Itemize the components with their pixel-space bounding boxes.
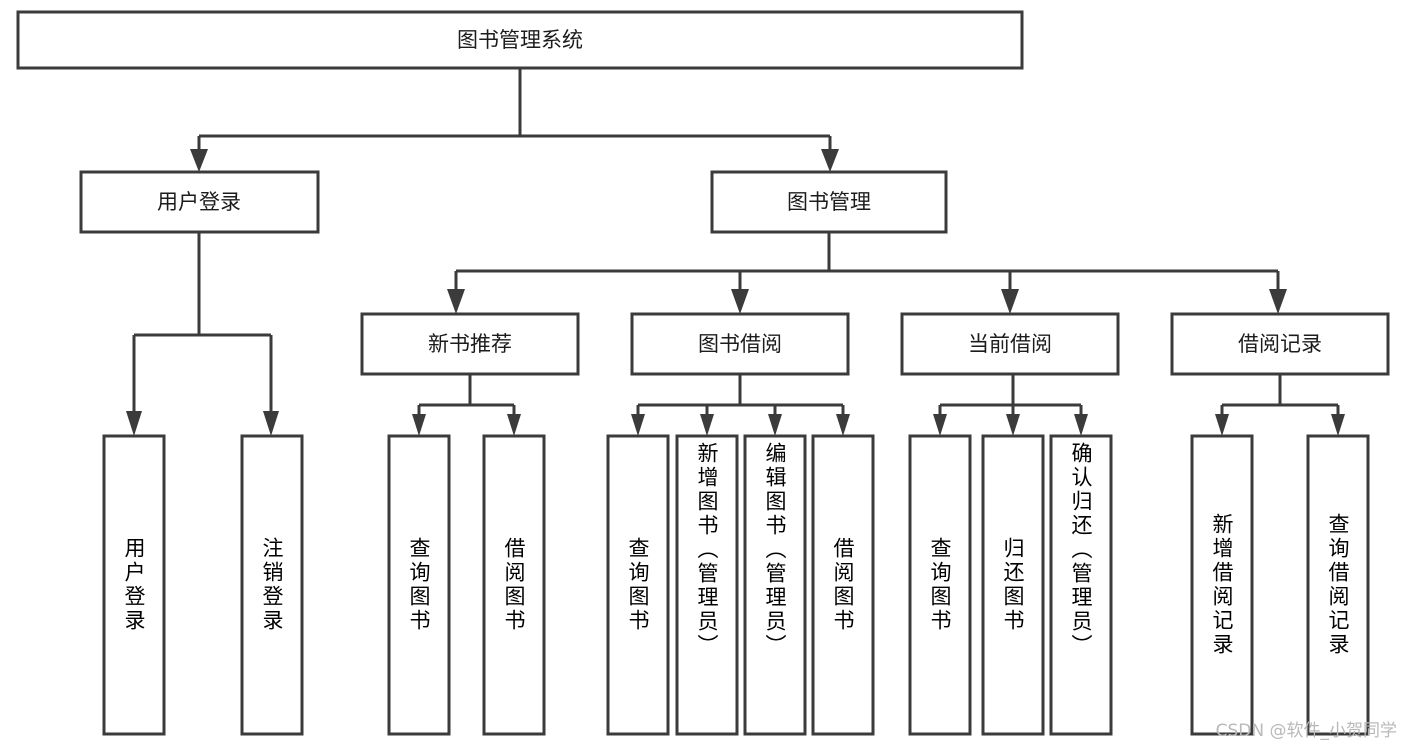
node-leaf-query-record-box[interactable]: [1306, 434, 1370, 736]
node-book-borrow-box[interactable]: [630, 312, 850, 376]
node-current-borrow-label: 当前借阅: [968, 332, 1052, 356]
node-leaf-query-book-2-box[interactable]: [606, 434, 670, 736]
arrowhead-user-login: [190, 149, 208, 172]
arrowhead-leaf-query-book-2: [631, 414, 645, 436]
node-leaf-logout-label: 注销登录: [260, 537, 284, 633]
arrowhead-new-book-recommend: [447, 289, 465, 314]
node-borrow-record-label: 借阅记录: [1238, 332, 1322, 356]
node-leaf-query-book-1-label: 查询图书: [407, 537, 431, 633]
node-leaf-query-record-label: 查询借阅记录: [1326, 513, 1350, 657]
node-leaf-confirm-return-label: 确认归还（管理员）: [1069, 442, 1093, 658]
node-user-login-label: 用户登录: [157, 190, 241, 214]
node-leaf-logout-box[interactable]: [240, 434, 304, 736]
arrowhead-leaf-confirm-return: [1074, 414, 1088, 436]
node-user-login[interactable]: 用户登录: [79, 170, 320, 234]
node-leaf-user-login-label: 用户登录: [122, 537, 146, 633]
node-leaf-add-book-label: 新增图书（管理员）: [695, 442, 719, 658]
node-book-manage[interactable]: 图书管理: [710, 170, 948, 234]
node-new-book-recommend-label: 新书推荐: [428, 332, 512, 356]
node-leaf-query-book-3-label: 查询图书: [928, 537, 952, 633]
node-leaf-edit-book-box[interactable]: [743, 434, 807, 736]
leaf-box-layer: [102, 434, 1370, 736]
arrowhead-leaf-borrow-book-2: [836, 414, 850, 436]
node-user-login-box[interactable]: [79, 170, 320, 234]
node-book-borrow-label: 图书借阅: [698, 332, 782, 356]
node-root[interactable]: 图书管理系统: [16, 10, 1024, 70]
node-borrow-record[interactable]: 借阅记录: [1170, 312, 1390, 376]
arrowhead-leaf-query-book-3: [933, 414, 947, 436]
node-leaf-borrow-book-1-label: 借阅图书: [502, 537, 526, 633]
node-leaf-borrow-book-2-box[interactable]: [811, 434, 875, 736]
node-leaf-confirm-return-box[interactable]: [1049, 434, 1113, 736]
arrowhead-leaf-add-book: [700, 414, 714, 436]
arrowhead-leaf-edit-book: [768, 414, 782, 436]
arrowhead-leaf-logout: [263, 411, 279, 436]
leaf-label-layer: 用户登录 注销登录 查询图书 借阅图书 查询图书: [122, 442, 1350, 658]
connector-layer: [126, 68, 1345, 436]
node-book-manage-label: 图书管理: [787, 190, 871, 214]
node-leaf-add-book-box[interactable]: [675, 434, 739, 736]
node-borrow-record-box[interactable]: [1170, 312, 1390, 376]
node-leaf-add-record-box[interactable]: [1190, 434, 1254, 736]
node-leaf-user-login-box[interactable]: [102, 434, 166, 736]
node-leaf-borrow-book-2-label: 借阅图书: [831, 537, 855, 633]
arrowhead-leaf-query-book-1: [412, 414, 426, 436]
node-new-book-recommend[interactable]: 新书推荐: [360, 312, 580, 376]
arrowhead-borrow-record: [1269, 289, 1287, 314]
arrowhead-book-borrow: [731, 289, 749, 314]
node-book-manage-box[interactable]: [710, 170, 948, 234]
node-current-borrow[interactable]: 当前借阅: [900, 312, 1120, 376]
node-leaf-borrow-book-1-box[interactable]: [482, 434, 546, 736]
arrowhead-leaf-borrow-book-1: [507, 414, 521, 436]
arrowhead-leaf-add-record: [1215, 414, 1229, 436]
node-leaf-query-book-2-label: 查询图书: [626, 537, 650, 633]
node-leaf-return-book-box[interactable]: [981, 434, 1045, 736]
node-leaf-query-book-1-box[interactable]: [387, 434, 451, 736]
node-leaf-add-record-label: 新增借阅记录: [1210, 513, 1234, 657]
arrowhead-book-manage: [821, 149, 839, 172]
arrowhead-current-borrow: [1001, 289, 1019, 314]
node-new-book-recommend-box[interactable]: [360, 312, 580, 376]
node-leaf-edit-book-label: 编辑图书（管理员）: [763, 442, 787, 658]
arrowhead-leaf-user-login: [126, 411, 142, 436]
node-current-borrow-box[interactable]: [900, 312, 1120, 376]
arrowhead-leaf-return-book: [1006, 414, 1020, 436]
node-leaf-return-book-label: 归还图书: [1001, 537, 1025, 633]
arrowhead-leaf-query-record: [1331, 414, 1345, 436]
node-root-label: 图书管理系统: [457, 28, 583, 52]
node-book-borrow[interactable]: 图书借阅: [630, 312, 850, 376]
node-leaf-query-book-3-box[interactable]: [908, 434, 972, 736]
node-root-box[interactable]: [16, 10, 1024, 70]
